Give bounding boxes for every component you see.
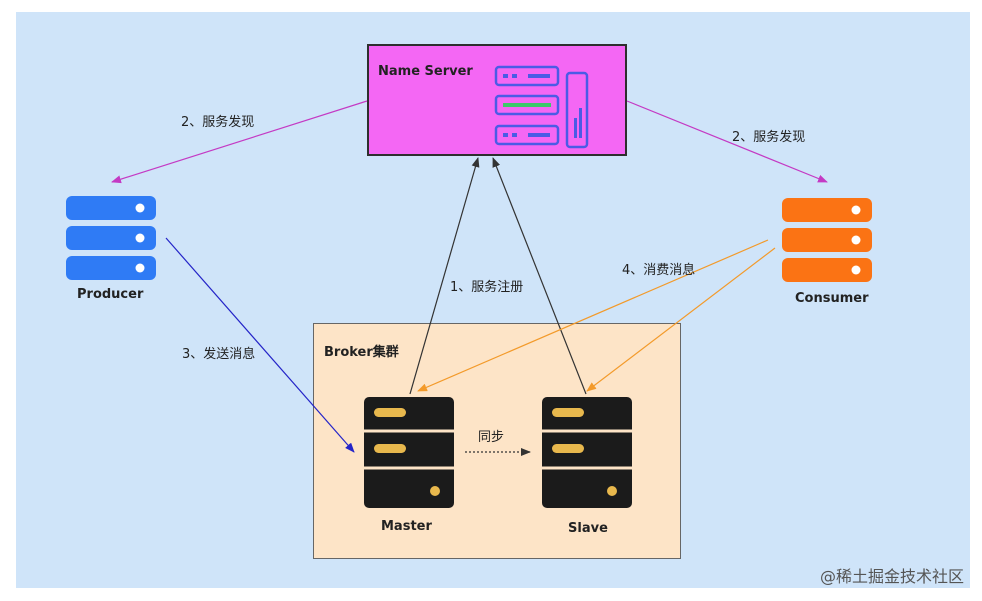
arrow-discover-left (111, 100, 368, 184)
edge-label-sync: 同步 (478, 430, 505, 445)
slave-label: Slave (568, 521, 608, 536)
consumer-icon (782, 198, 872, 282)
arrow-register-slave (492, 157, 587, 395)
name-server-icon (494, 65, 589, 149)
edge-label-send: 3、发送消息 (182, 347, 256, 362)
consumer-label: Consumer (795, 291, 869, 306)
master-server-icon (364, 397, 454, 508)
arrow-discover-right (626, 100, 828, 183)
watermark-footer: @稀土掘金技术社区 (819, 567, 964, 586)
arrow-send (165, 237, 355, 453)
arrow-consume-slave (586, 247, 776, 392)
edge-label-discover-right: 2、服务发现 (732, 130, 806, 145)
producer-label: Producer (77, 287, 144, 302)
name-server-label: Name Server (378, 64, 473, 79)
broker-cluster-label: Broker集群 (324, 345, 399, 360)
arrow-consume-master (417, 239, 769, 392)
edge-label-register: 1、服务注册 (450, 280, 524, 295)
master-label: Master (381, 519, 432, 534)
slave-server-icon (542, 397, 632, 508)
producer-icon (66, 196, 156, 280)
edge-label-consume: 4、消费消息 (622, 263, 696, 278)
arrow-register-master (409, 157, 480, 395)
edge-label-discover-left: 2、服务发现 (181, 115, 255, 130)
